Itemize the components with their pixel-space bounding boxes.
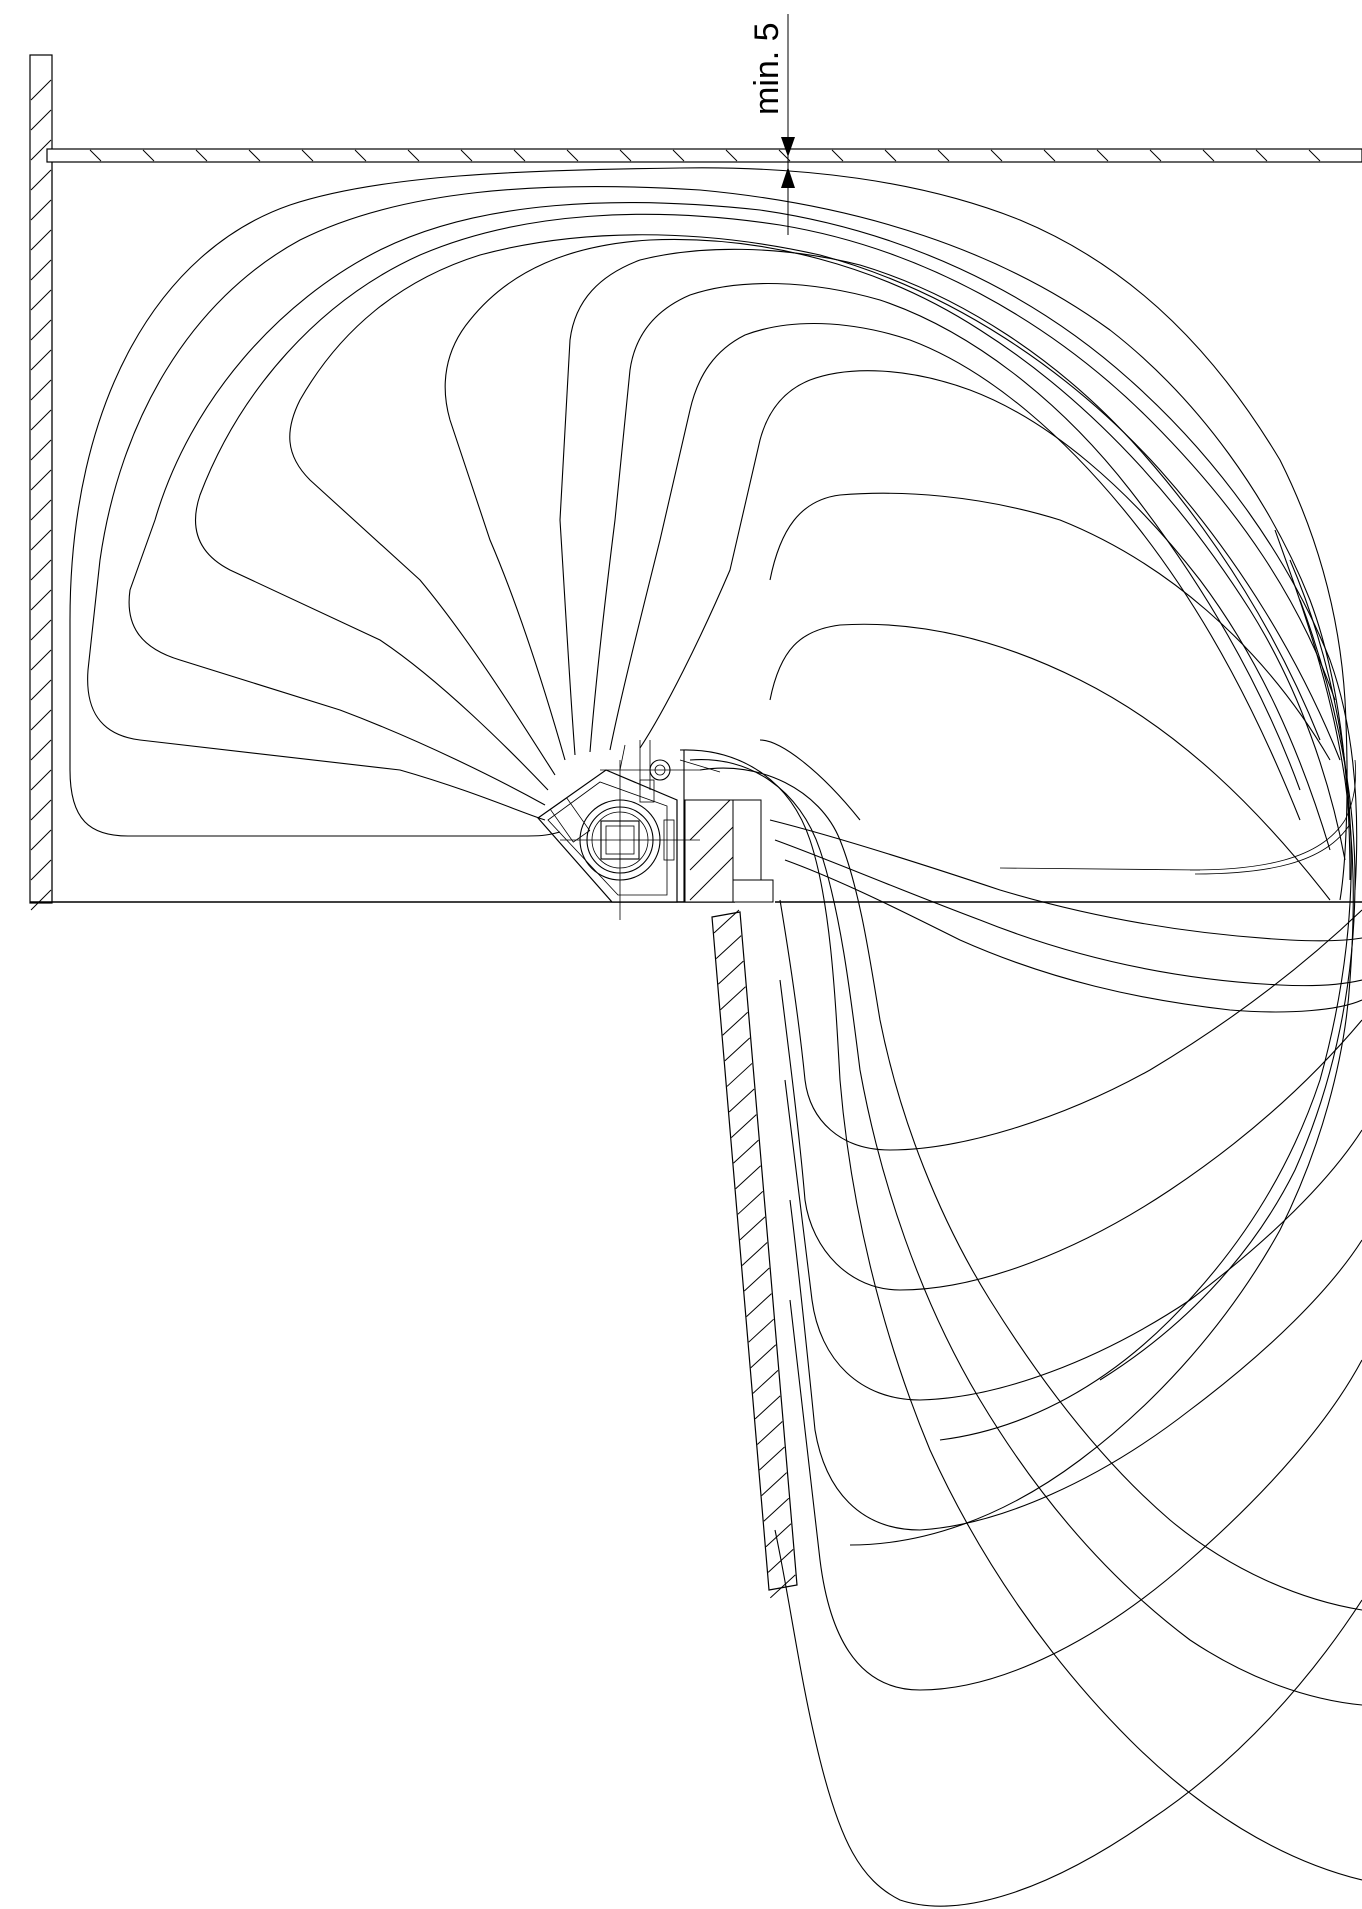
side-panel-block bbox=[684, 799, 736, 903]
top-panel bbox=[46, 148, 1362, 163]
corner-door bbox=[711, 909, 798, 1599]
hinge-mechanism bbox=[537, 740, 721, 920]
door-stop-lower bbox=[732, 879, 774, 903]
clearance-dimension: min. 5 bbox=[748, 14, 795, 235]
dimension-label: min. 5 bbox=[748, 22, 786, 115]
left-wall bbox=[29, 54, 53, 911]
swing-paths bbox=[69, 167, 1362, 1907]
